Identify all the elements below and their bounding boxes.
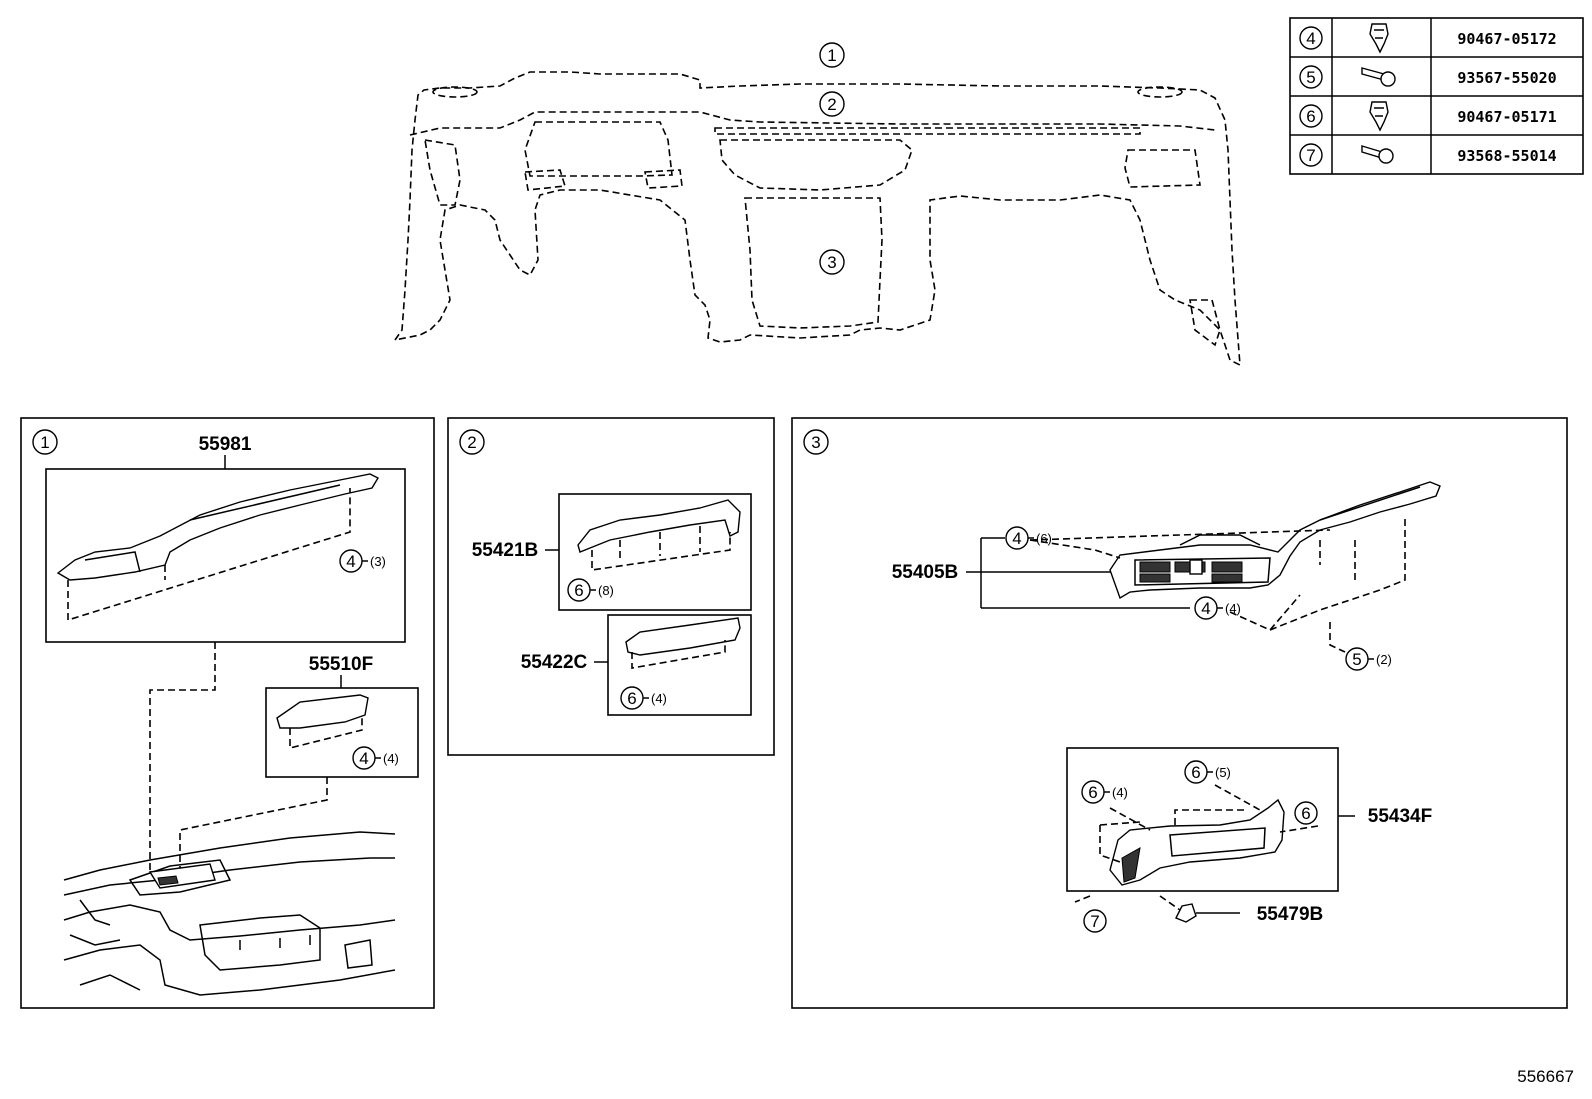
- fastener-callout[interactable]: 6 (4): [620, 686, 667, 710]
- panel-3-dashed-links: [1029, 518, 1406, 653]
- panel-1-number: 1: [32, 429, 58, 455]
- svg-text:93567-55020: 93567-55020: [1457, 69, 1556, 87]
- svg-text:(4): (4): [383, 751, 399, 766]
- svg-text:3: 3: [827, 253, 836, 272]
- fastener-callout[interactable]: 4 (3): [339, 549, 386, 573]
- svg-text:55422C: 55422C: [521, 652, 588, 673]
- cover-panel-part[interactable]: [276, 694, 369, 750]
- svg-text:(8): (8): [598, 583, 614, 598]
- svg-text:6: 6: [1088, 783, 1097, 802]
- svg-text:55479B: 55479B: [1257, 904, 1324, 925]
- svg-text:4: 4: [346, 552, 355, 571]
- svg-text:55434F: 55434F: [1368, 806, 1432, 827]
- fastener-table-row[interactable]: 5 93567-55020: [1299, 65, 1557, 89]
- svg-text:90467-05171: 90467-05171: [1457, 108, 1556, 126]
- svg-text:(4): (4): [1112, 785, 1128, 800]
- svg-text:6: 6: [1191, 763, 1200, 782]
- clip-icon: [1369, 23, 1389, 54]
- svg-text:1: 1: [827, 46, 836, 65]
- fastener-callout[interactable]: 6: [1294, 801, 1318, 825]
- dashboard-overview: [393, 71, 1241, 367]
- part-label-55981[interactable]: 55981: [199, 434, 252, 469]
- lower-cluster-panel-part[interactable]: [1109, 798, 1285, 886]
- svg-text:55981: 55981: [199, 434, 252, 455]
- svg-text:93568-55014: 93568-55014: [1457, 147, 1556, 165]
- svg-text:7: 7: [1090, 912, 1099, 931]
- part-label-55405B[interactable]: 55405B: [892, 537, 1190, 609]
- upper-trim-part[interactable]: [577, 499, 741, 571]
- clip-icon: [1369, 101, 1389, 132]
- svg-text:6: 6: [1301, 804, 1310, 823]
- part-label-55421B[interactable]: 55421B: [472, 540, 559, 561]
- svg-text:4: 4: [1012, 529, 1021, 548]
- fastener-table: [1289, 17, 1584, 175]
- svg-text:55405B: 55405B: [892, 562, 959, 583]
- panel-2: [447, 417, 775, 756]
- svg-text:6: 6: [574, 581, 583, 600]
- part-label-55434F[interactable]: 55434F: [1338, 806, 1432, 827]
- fastener-callout[interactable]: 4 (6): [1005, 526, 1052, 550]
- upper-dash-panel-part[interactable]: [56, 473, 379, 622]
- part-label-55422C[interactable]: 55422C: [521, 652, 608, 673]
- svg-text:2: 2: [467, 433, 476, 452]
- svg-text:4: 4: [1201, 599, 1210, 618]
- side-trim-part[interactable]: [625, 617, 741, 669]
- svg-text:55421B: 55421B: [472, 540, 539, 561]
- panel-1-connectors: [149, 642, 328, 875]
- svg-text:6: 6: [627, 689, 636, 708]
- svg-text:5: 5: [1306, 68, 1315, 87]
- fastener-callout[interactable]: 5 (2): [1345, 647, 1392, 671]
- svg-text:(4): (4): [651, 691, 667, 706]
- overview-callout-3[interactable]: 3: [819, 249, 845, 275]
- svg-text:1: 1: [40, 433, 49, 452]
- svg-text:3: 3: [811, 433, 820, 452]
- fastener-callout[interactable]: 4 (4): [1194, 596, 1241, 620]
- fastener-callout[interactable]: 6 (4): [1081, 780, 1128, 804]
- svg-text:55510F: 55510F: [309, 654, 373, 675]
- panel-3-number: 3: [803, 429, 829, 455]
- svg-text:(2): (2): [1376, 652, 1392, 667]
- overview-callout-2[interactable]: 2: [819, 91, 845, 117]
- center-cluster-vent-part[interactable]: [1109, 481, 1441, 600]
- svg-text:(4): (4): [1225, 601, 1241, 616]
- dashboard-detail-drawing: [63, 831, 396, 996]
- panel-3: [791, 417, 1568, 1009]
- screw-icon: [1361, 145, 1394, 164]
- reference-number: 556667: [1517, 1067, 1574, 1086]
- svg-text:5: 5: [1352, 650, 1361, 669]
- fastener-callout[interactable]: 6 (8): [567, 578, 614, 602]
- part-label-55479B[interactable]: 55479B: [1175, 903, 1324, 925]
- fastener-callout[interactable]: 6 (5): [1184, 760, 1231, 784]
- panel-2-number: 2: [459, 429, 485, 455]
- svg-text:6: 6: [1306, 107, 1315, 126]
- panel-3-lower-links: [1074, 784, 1319, 911]
- fastener-callout[interactable]: 7: [1083, 909, 1107, 933]
- overview-callout-1[interactable]: 1: [819, 42, 845, 68]
- svg-text:(5): (5): [1215, 765, 1231, 780]
- svg-text:7: 7: [1306, 146, 1315, 165]
- svg-text:2: 2: [827, 95, 836, 114]
- svg-text:90467-05172: 90467-05172: [1457, 30, 1556, 48]
- screw-icon: [1361, 67, 1396, 87]
- fastener-table-row[interactable]: 4 90467-05172: [1299, 23, 1557, 54]
- fastener-table-row[interactable]: 7 93568-55014: [1299, 143, 1557, 167]
- vent-grille: [1139, 559, 1243, 583]
- svg-text:4: 4: [359, 749, 368, 768]
- part-label-55510F[interactable]: 55510F: [309, 654, 373, 688]
- fastener-table-row[interactable]: 6 90467-05171: [1299, 101, 1557, 132]
- svg-text:4: 4: [1306, 29, 1315, 48]
- svg-text:(6): (6): [1036, 531, 1052, 546]
- svg-text:(3): (3): [370, 554, 386, 569]
- fastener-callout[interactable]: 4 (4): [352, 746, 399, 770]
